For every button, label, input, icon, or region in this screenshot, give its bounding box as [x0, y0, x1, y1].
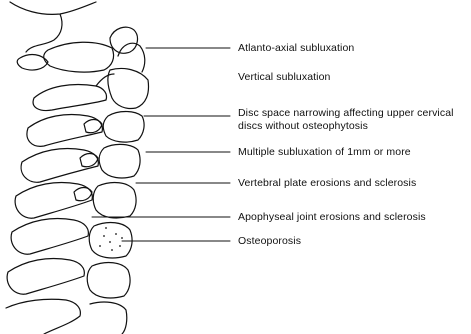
c6-posterior — [11, 219, 88, 255]
label-vertebral-plate-erosions: Vertebral plate erosions and sclerosis — [238, 177, 416, 189]
axis-lamina — [96, 74, 114, 86]
c4-facet — [80, 154, 98, 167]
c3-facet — [84, 120, 102, 133]
atlas-ring — [44, 42, 114, 72]
t1-body — [90, 302, 127, 334]
label-multiple-subluxation: Multiple subluxation of 1mm or more — [238, 146, 411, 158]
c5-facet — [74, 188, 92, 201]
t1-posterior — [6, 299, 80, 334]
osteoporosis-stipple — [99, 227, 123, 251]
axis-dens — [118, 43, 145, 72]
c6-body — [89, 223, 132, 258]
atlas-anterior-arch — [110, 27, 137, 53]
label-vertical-subluxation: Vertical subluxation — [238, 71, 330, 83]
label-disc-space-narrowing-line2: discs without osteophytosis — [238, 120, 368, 132]
label-disc-space-narrowing-line1: Disc space narrowing affecting upper cer… — [238, 107, 454, 119]
c4-body — [99, 144, 140, 178]
c3-body — [103, 112, 144, 143]
label-osteoporosis: Osteoporosis — [238, 235, 301, 247]
c5-body — [93, 183, 136, 218]
label-atlanto-axial-subluxation: Atlanto-axial subluxation — [238, 42, 354, 54]
label-apophyseal-joint-erosions: Apophyseal joint erosions and sclerosis — [238, 211, 426, 223]
c7-posterior — [7, 259, 84, 295]
axis-spinous — [33, 85, 106, 111]
skull-base-outline — [10, 2, 96, 14]
c7-body — [87, 263, 130, 298]
